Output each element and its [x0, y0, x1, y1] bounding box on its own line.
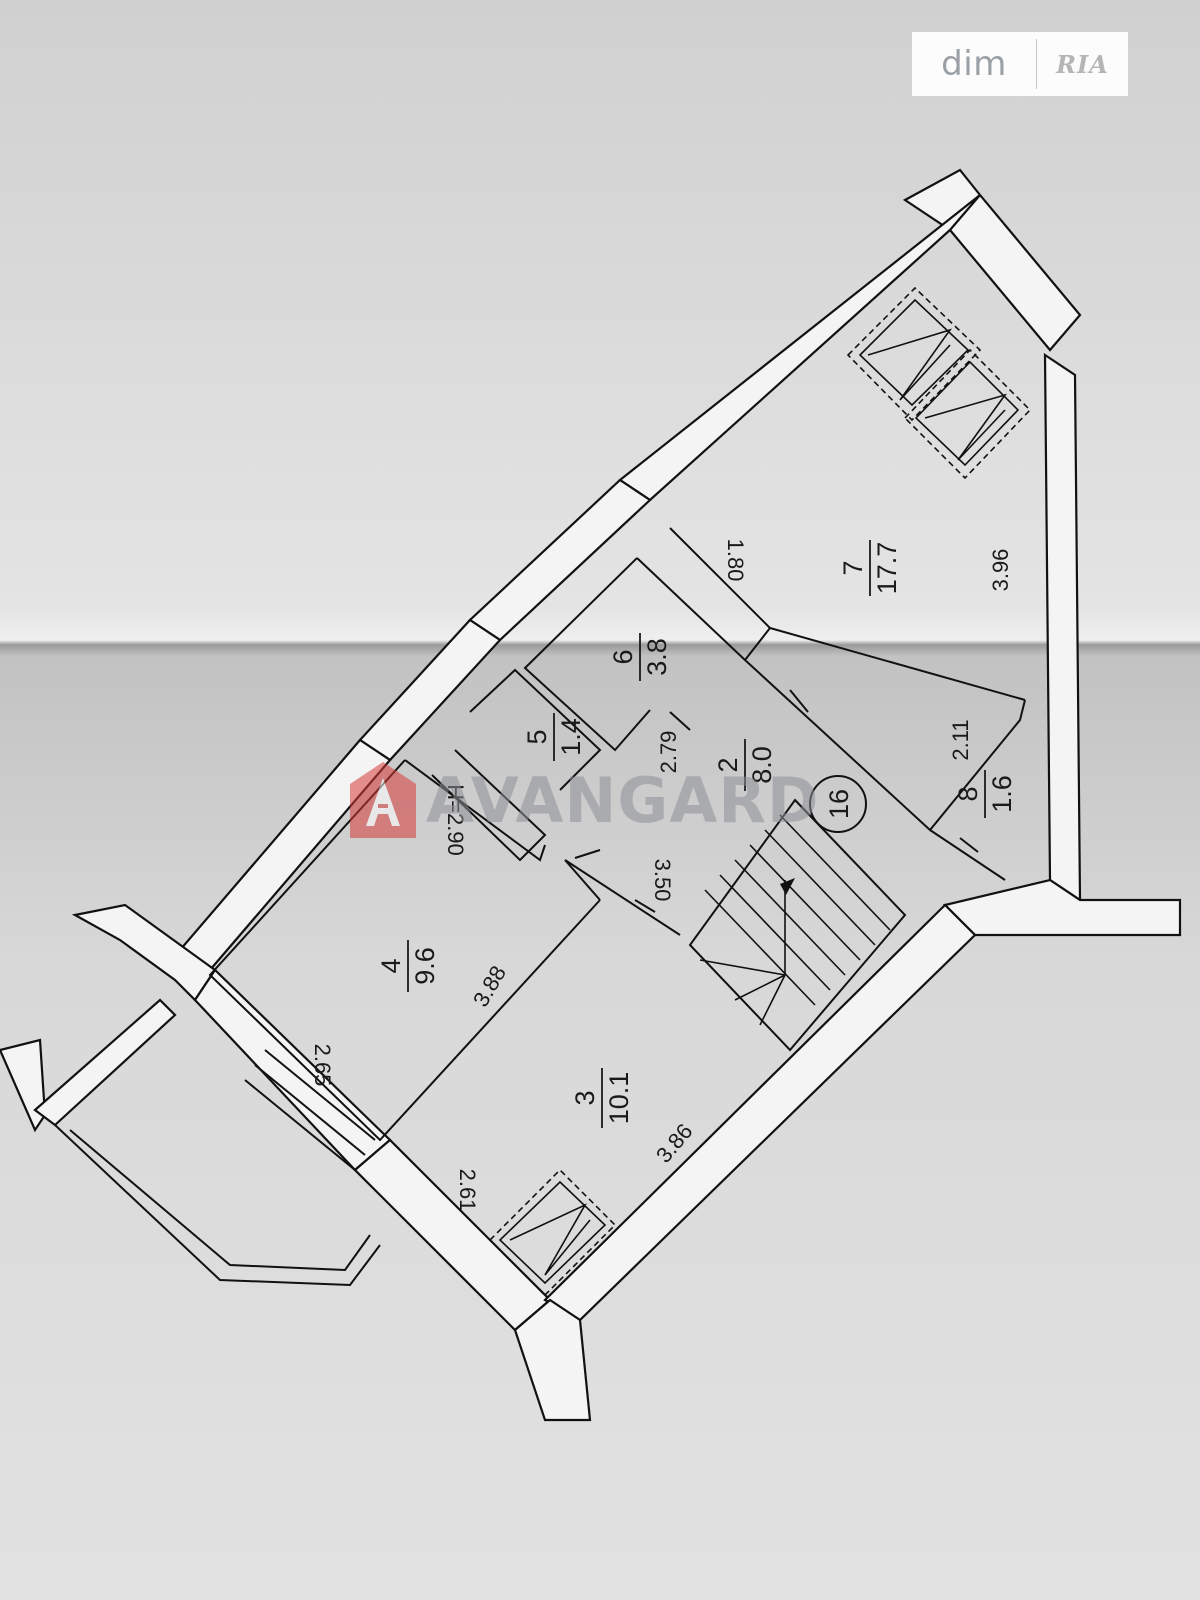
kitchen-stove-fixture	[846, 286, 1032, 480]
room-area: 8.0	[747, 746, 777, 784]
room-number: 7	[838, 560, 868, 575]
outer-walls	[71, 168, 1182, 1422]
dimension-height-2-90: H=2.90	[443, 784, 468, 856]
room-labels: 7 17.7 6 3.8 5 1.4 2 8.0 8 1.6 4 9.6	[376, 540, 1017, 1128]
dimension-2-61: 2.61	[455, 1169, 480, 1212]
room-4-label: 4 9.6	[376, 940, 440, 992]
room-5-label: 5 1.4	[522, 713, 586, 761]
room-2-label: 2 8.0	[713, 739, 777, 791]
bath-fixture	[488, 1168, 617, 1297]
dimension-2-79: 2.79	[656, 731, 681, 774]
room-8-label: 8 1.6	[953, 770, 1017, 818]
dimension-2-11: 2.11	[948, 719, 973, 760]
room-area: 17.7	[872, 542, 902, 595]
staircase	[688, 798, 907, 1052]
dimria-watermark: dim RIA	[912, 32, 1128, 96]
dimension-3-50: 3.50	[650, 859, 675, 902]
apartment-number: 16	[824, 789, 854, 819]
dimension-2-65: 2.65	[310, 1044, 335, 1087]
room-area: 10.1	[604, 1072, 634, 1125]
room-7-label: 7 17.7	[838, 540, 902, 596]
room-area: 9.6	[410, 947, 440, 985]
dimension-3-96: 3.96	[988, 549, 1013, 592]
room-area: 3.8	[642, 638, 672, 676]
watermark-divider	[1036, 39, 1037, 89]
dimension-1-80: 1.80	[723, 539, 748, 582]
room-number: 3	[570, 1090, 600, 1105]
balcony	[0, 998, 381, 1287]
dimension-labels: 1.80 3.96 2.11 2.79 H=2.90 3.50 3.8 8 2.6…	[310, 539, 1013, 1212]
room-number: 5	[522, 729, 552, 744]
interior-walls	[208, 527, 1026, 1142]
room-area: 1.6	[987, 775, 1017, 813]
room-number: 2	[713, 757, 743, 772]
room-number: 4	[376, 958, 406, 973]
room-6-label: 6 3.8	[608, 633, 672, 681]
dimria-dim-text: dim	[941, 44, 1007, 84]
apartment-number-badge: 16	[809, 775, 867, 833]
room-3-label: 3 10.1	[570, 1068, 634, 1128]
room-number: 8	[953, 786, 983, 801]
dimria-ria-text: RIA	[1056, 49, 1109, 79]
room-number: 6	[608, 649, 638, 664]
dimension-ticks	[574, 689, 979, 913]
room-area: 1.4	[556, 718, 586, 756]
